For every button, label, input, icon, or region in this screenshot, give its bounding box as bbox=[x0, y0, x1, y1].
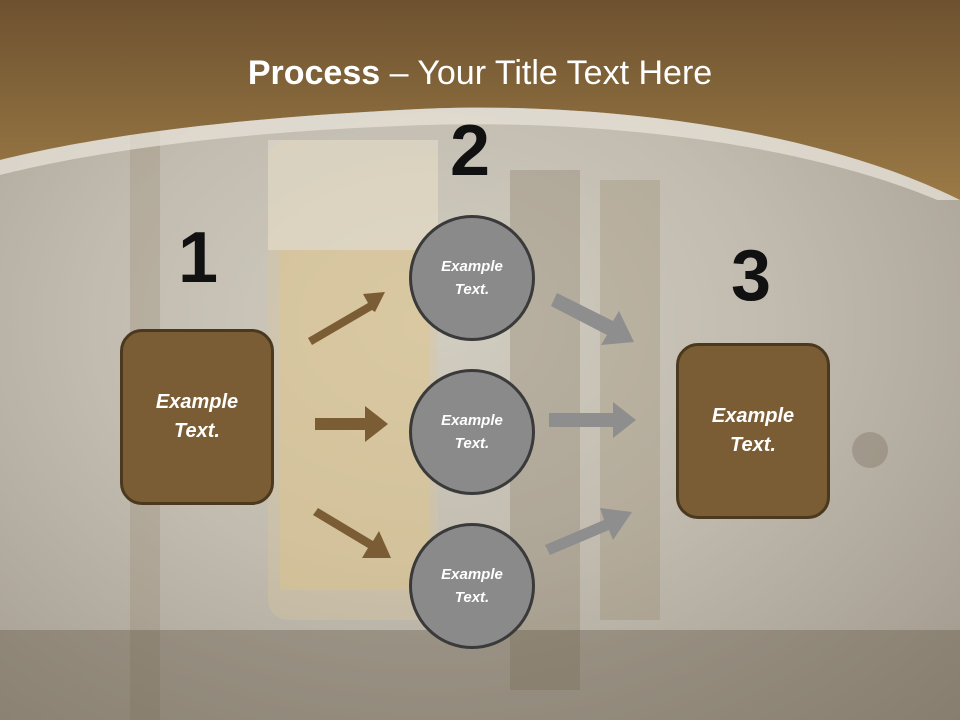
step-number-2: 2 bbox=[450, 111, 491, 191]
right-box-line1: Example bbox=[711, 405, 795, 427]
title-bold: Process bbox=[247, 54, 381, 92]
title-rest: Your Title Text Here bbox=[417, 54, 713, 92]
step-number-3: 3 bbox=[731, 236, 772, 316]
circle-bottom: Example Text. bbox=[409, 523, 535, 649]
step-number-1: 1 bbox=[178, 218, 219, 298]
right-process-box: Example Text. bbox=[676, 343, 830, 519]
circle-top-line1: Example bbox=[441, 258, 503, 275]
arrow-left-to-bottom bbox=[313, 508, 391, 558]
circle-middle-line2: Text. bbox=[454, 435, 490, 452]
left-box-line1: Example bbox=[155, 391, 239, 413]
slide-title: Process – Your Title Text Here bbox=[0, 54, 960, 93]
title-separator: – bbox=[380, 54, 418, 92]
circle-middle: Example Text. bbox=[409, 369, 535, 495]
right-box-line2: Text. bbox=[730, 434, 776, 456]
circle-middle-line1: Example bbox=[441, 412, 503, 429]
arrow-middle-to-right bbox=[549, 402, 636, 438]
left-box-line2: Text. bbox=[174, 420, 220, 442]
arrow-bottom-to-right bbox=[545, 508, 632, 555]
left-process-box: Example Text. bbox=[120, 329, 274, 505]
circle-top-line2: Text. bbox=[454, 281, 490, 298]
arrow-left-to-middle bbox=[315, 406, 388, 442]
arrow-left-to-top bbox=[308, 292, 385, 345]
arrow-top-to-right bbox=[551, 293, 634, 345]
circle-bottom-line2: Text. bbox=[454, 589, 490, 606]
header-band bbox=[0, 0, 960, 200]
circle-bottom-line1: Example bbox=[441, 566, 503, 583]
circle-top: Example Text. bbox=[409, 215, 535, 341]
